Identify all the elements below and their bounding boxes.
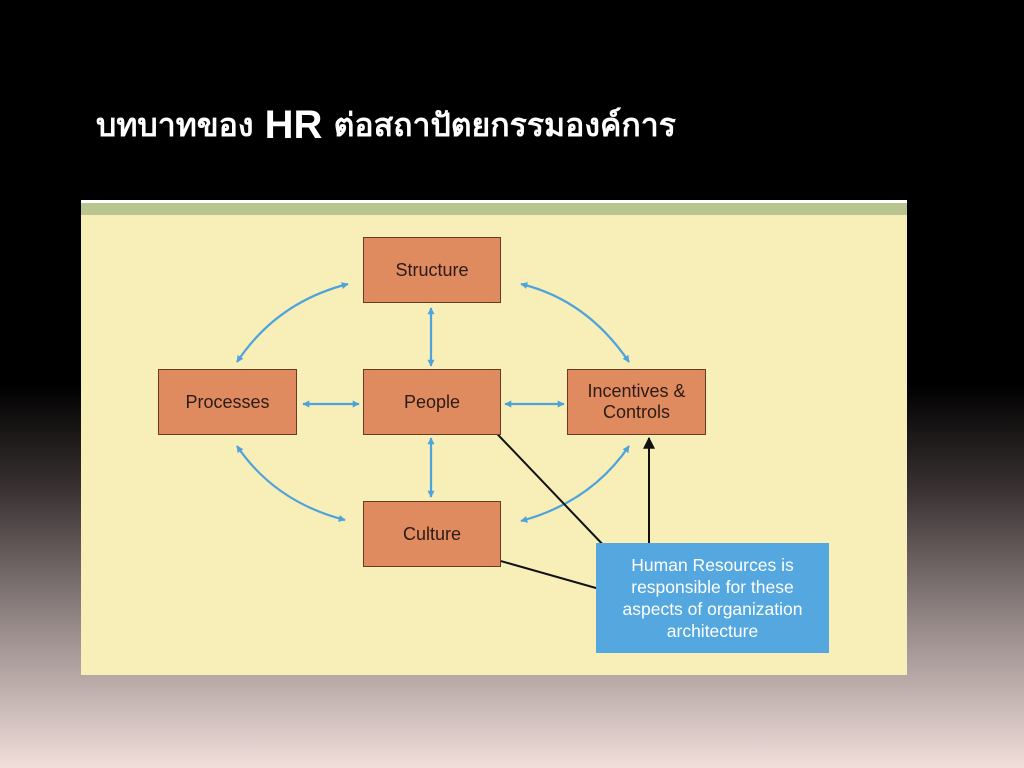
- node-structure: Structure: [363, 237, 501, 303]
- arc-structure-incentives: [520, 282, 630, 363]
- hr-callout: Human Resources is responsible for these…: [596, 543, 829, 653]
- title-prefix: บทบาทของ: [96, 106, 254, 144]
- node-processes: Processes: [158, 369, 297, 435]
- node-incentives-controls: Incentives & Controls: [567, 369, 706, 435]
- node-people: People: [363, 369, 501, 435]
- arc-processes-structure: [236, 282, 349, 363]
- node-culture: Culture: [363, 501, 501, 567]
- slide-title: บทบาทของ HR ต่อสถาปัตยกรรมองค์การ: [96, 100, 676, 151]
- arc-incentives-culture: [520, 445, 630, 523]
- arc-processes-culture: [236, 445, 346, 522]
- pointer-to-people: [481, 417, 609, 551]
- figure-top-band: [81, 200, 907, 215]
- title-hr: HR: [264, 103, 323, 147]
- organization-architecture-diagram: Structure Processes People Incentives & …: [81, 200, 907, 675]
- title-suffix: ต่อสถาปัตยกรรมองค์การ: [333, 106, 676, 144]
